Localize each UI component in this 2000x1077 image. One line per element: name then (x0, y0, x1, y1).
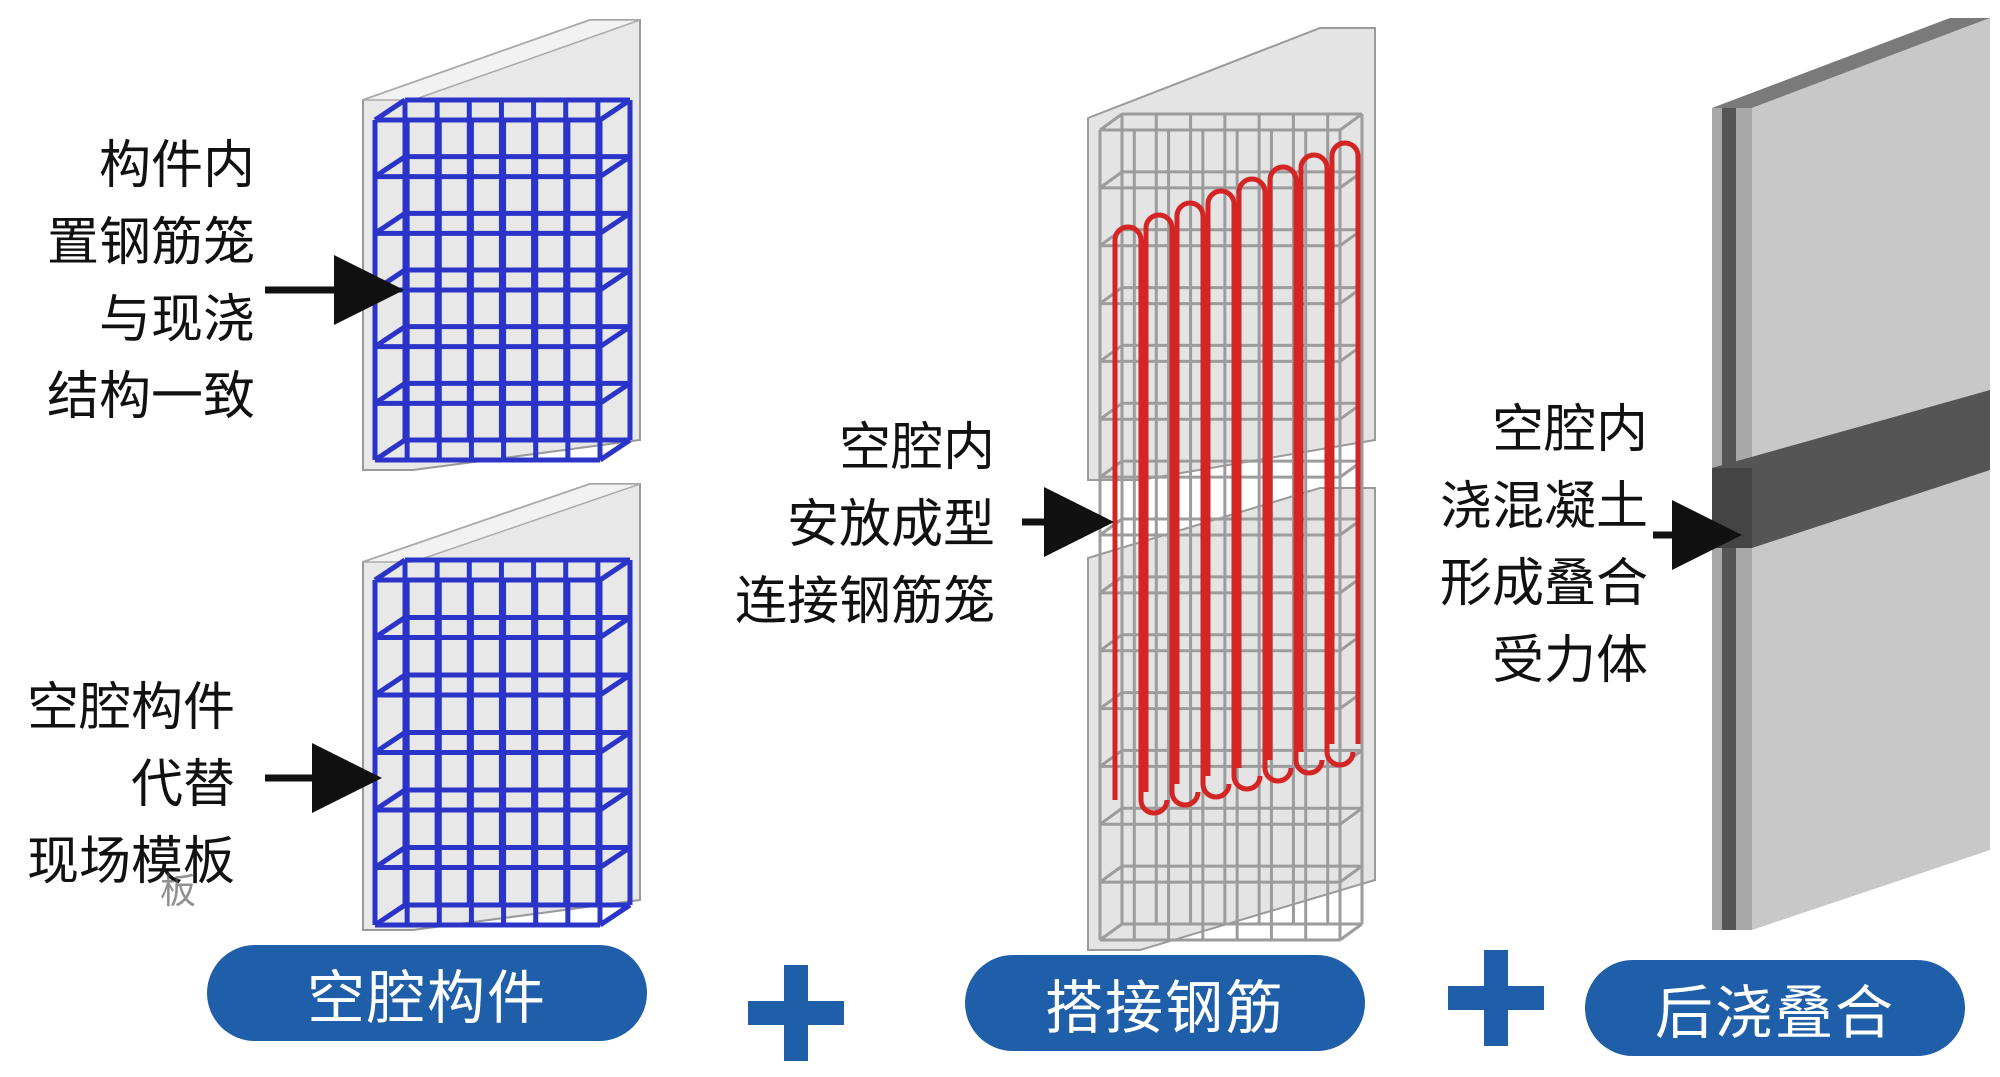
note-line: 构件内 (98, 136, 255, 196)
note-line: 现场模板 (26, 832, 235, 892)
note-line: 与现浇 (98, 290, 255, 350)
pour-concrete-note: 空腔内 浇混凝土 形成叠合 受力体 (1440, 392, 1648, 700)
note-line: 连接钢筋笼 (734, 572, 995, 632)
step-lap-rebar: 搭接钢筋 (965, 955, 1365, 1051)
note-line: 空腔构件 (26, 678, 235, 738)
plus-icon (1448, 950, 1544, 1046)
note-line: 置钢筋笼 (46, 213, 255, 273)
component-cage-note: 构件内 置钢筋笼 与现浇 结构一致 (47, 128, 255, 436)
lap-cage-note: 空腔内 安放成型 连接钢筋笼 (735, 410, 995, 641)
stray-glyph: 板 (160, 871, 197, 912)
lap-splice-assembly (1087, 27, 1376, 951)
post-cast-wall (1712, 18, 1990, 930)
note-line: 形成叠合 (1439, 554, 1648, 614)
plus-icon (748, 965, 844, 1061)
arrow-right-icon (265, 255, 1742, 813)
cavity-formwork-note: 空腔构件 代替 现场模板 (27, 670, 235, 901)
note-line: 安放成型 (786, 495, 995, 555)
top-cavity-component (362, 19, 641, 471)
note-line: 受力体 (1491, 631, 1648, 691)
note-line: 浇混凝土 (1439, 477, 1648, 537)
step-post-cast: 后浇叠合 (1585, 960, 1965, 1056)
bottom-cavity-component (362, 483, 641, 931)
note-line: 代替 (130, 755, 235, 815)
note-line: 空腔内 (838, 418, 995, 478)
step-cavity-component: 空腔构件 (207, 945, 647, 1041)
note-line: 空腔内 (1491, 400, 1648, 460)
note-line: 结构一致 (46, 367, 255, 427)
